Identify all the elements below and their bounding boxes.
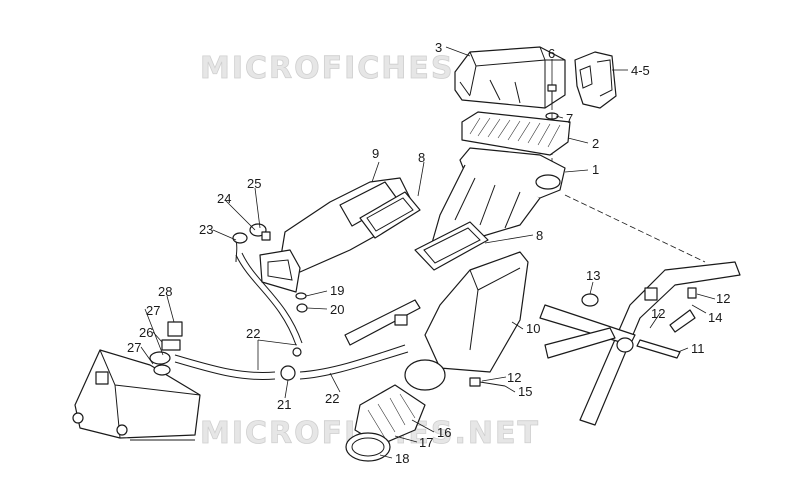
callout-12-frame: 12 [651, 306, 665, 321]
callout-16: 16 [437, 425, 451, 440]
intake-boot-part [354, 359, 446, 446]
callout-8-upper: 8 [418, 150, 425, 165]
callout-25: 25 [247, 176, 261, 191]
washer-nut-part [295, 292, 308, 313]
callout-14: 14 [708, 310, 722, 325]
callout-19: 19 [330, 283, 344, 298]
intake-duct-part [574, 51, 617, 109]
callout-27-upper: 27 [146, 303, 160, 318]
frame-crossmember-part [539, 194, 741, 426]
callout-22-left: 22 [246, 326, 260, 341]
callout-13: 13 [586, 268, 600, 283]
callout-9: 9 [372, 146, 379, 161]
callout-8-lower: 8 [536, 228, 543, 243]
callout-22-bottom: 22 [325, 391, 339, 406]
airbox-cover-part [454, 46, 566, 109]
mounting-bracket-part [344, 299, 421, 346]
callout-4-5: 4-5 [631, 63, 650, 78]
callout-2: 2 [592, 136, 599, 151]
bolt-15-part [469, 377, 506, 387]
callout-27-lower: 27 [127, 340, 141, 355]
callout-26: 26 [139, 325, 153, 340]
callout-20: 20 [330, 302, 344, 317]
right-intake-duct-part [424, 251, 529, 373]
gasket-upper-part [359, 191, 421, 239]
callout-17: 17 [419, 435, 433, 450]
callout-3: 3 [435, 40, 442, 55]
callout-10: 10 [526, 321, 540, 336]
callout-labels: 3 4-5 6 7 2 1 9 8 8 10 11 12 12 12 13 14… [127, 40, 730, 466]
sensor-fitting-part [149, 321, 183, 376]
left-intake-duct-part [259, 177, 411, 293]
callout-15: 15 [518, 384, 532, 399]
gasket-lower-part [414, 221, 489, 271]
breather-hose-part [174, 239, 409, 381]
leader-lines [140, 46, 716, 459]
callout-7: 7 [566, 111, 573, 126]
callout-11: 11 [691, 341, 705, 356]
hose-fitting-part [232, 223, 271, 244]
callout-24: 24 [217, 191, 231, 206]
callout-12-right: 12 [716, 291, 730, 306]
callout-21: 21 [277, 397, 291, 412]
filter-element-part [461, 111, 571, 156]
hose-clamp-part [345, 432, 391, 462]
callout-28: 28 [158, 284, 172, 299]
callout-1: 1 [592, 162, 599, 177]
lower-left-housing-part [72, 349, 201, 441]
callout-18: 18 [395, 451, 409, 466]
callout-6: 6 [548, 46, 555, 61]
callout-12-bolt: 12 [507, 370, 521, 385]
callout-23: 23 [199, 222, 213, 237]
